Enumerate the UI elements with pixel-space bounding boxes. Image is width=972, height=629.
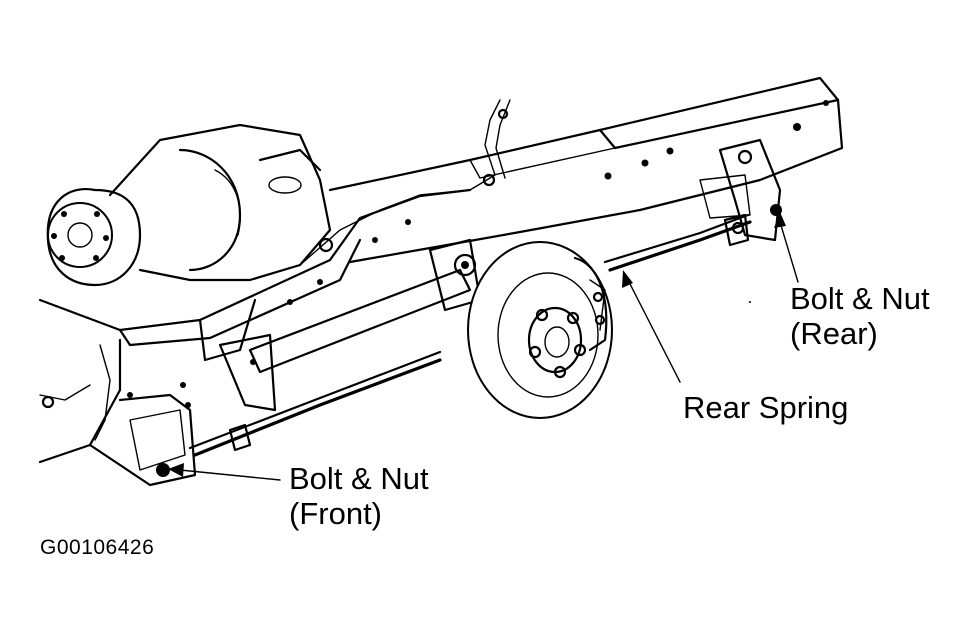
brake-rotor [467, 241, 613, 419]
callout-bolt-nut-front-line2: (Front) [289, 495, 382, 531]
callout-rear-spring: Rear Spring [683, 390, 849, 425]
figure-id: G00106426 [40, 536, 155, 559]
callout-bolt-nut-rear: Bolt & Nut (Rear) [790, 281, 930, 351]
frame-rail [328, 76, 844, 264]
differential [46, 123, 332, 287]
callout-bolt-nut-rear-line2: (Rear) [790, 315, 878, 351]
rear-spring-hanger [699, 138, 782, 242]
frame-crossmember [38, 188, 472, 487]
brake-lines [39, 99, 511, 441]
leaf-spring [188, 213, 752, 457]
callout-bolt-nut-front-line1: Bolt & Nut [289, 461, 429, 496]
callout-leaders [168, 212, 799, 481]
callout-bolt-nut-rear-line1: Bolt & Nut [790, 281, 930, 316]
callout-bolt-nut-front: Bolt & Nut (Front) [289, 461, 429, 531]
front-spring-hanger [156, 463, 170, 477]
